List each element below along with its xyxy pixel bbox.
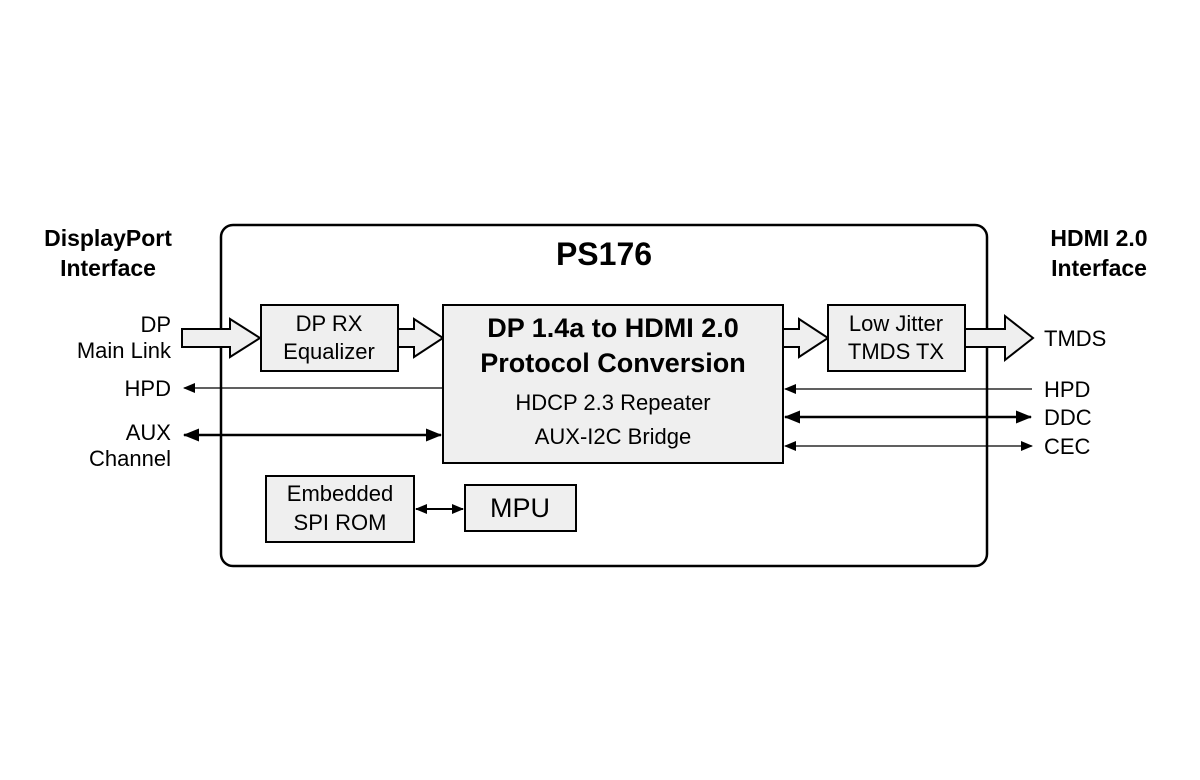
tmds-tx-block — [827, 304, 966, 372]
core-to-tx-arrow — [782, 317, 830, 359]
tmds-output-arrow — [964, 313, 1035, 363]
cec-label: CEC — [1044, 434, 1091, 459]
hdmi-hpd-label: HPD — [1044, 377, 1090, 402]
spi-rom-label-line2: SPI ROM — [294, 510, 387, 535]
dp-rx-label-line1: DP RX — [296, 311, 363, 336]
tmds-tx-label-line2: TMDS TX — [848, 339, 944, 364]
dp-rx-equalizer-block — [260, 304, 399, 372]
dp-main-link-arrow — [181, 317, 262, 359]
tmds-label: TMDS — [1044, 326, 1106, 351]
hdmi-interface-title-line2: Interface — [1051, 255, 1147, 281]
spi-rom-block — [265, 475, 415, 543]
mpu-label: MPU — [490, 493, 550, 523]
core-title-line2: Protocol Conversion — [480, 348, 746, 378]
protocol-conversion-block — [442, 304, 784, 464]
dp-interface-title-line2: Interface — [60, 255, 156, 281]
core-title-line1: DP 1.4a to HDMI 2.0 — [487, 313, 739, 343]
dp-main-link-label-line2: Main Link — [77, 338, 172, 363]
tmds-tx-label-line1: Low Jitter — [849, 311, 943, 336]
aux-channel-label-line2: Channel — [89, 446, 171, 471]
core-sub-line2: AUX-I2C Bridge — [535, 424, 692, 449]
hdmi-interface-title-line1: HDMI 2.0 — [1050, 225, 1147, 251]
aux-channel-label-line1: AUX — [126, 420, 172, 445]
dp-main-link-label-line1: DP — [140, 312, 171, 337]
mpu-block — [464, 484, 577, 532]
chip-name: PS176 — [556, 236, 652, 272]
core-sub-line1: HDCP 2.3 Repeater — [515, 390, 710, 415]
ddc-label: DDC — [1044, 405, 1092, 430]
dprx-to-core-arrow — [397, 317, 445, 359]
dp-rx-label-line2: Equalizer — [283, 339, 375, 364]
dp-interface-title-line1: DisplayPort — [44, 225, 172, 251]
spi-rom-label-line1: Embedded — [287, 481, 393, 506]
dp-hpd-label: HPD — [125, 376, 171, 401]
